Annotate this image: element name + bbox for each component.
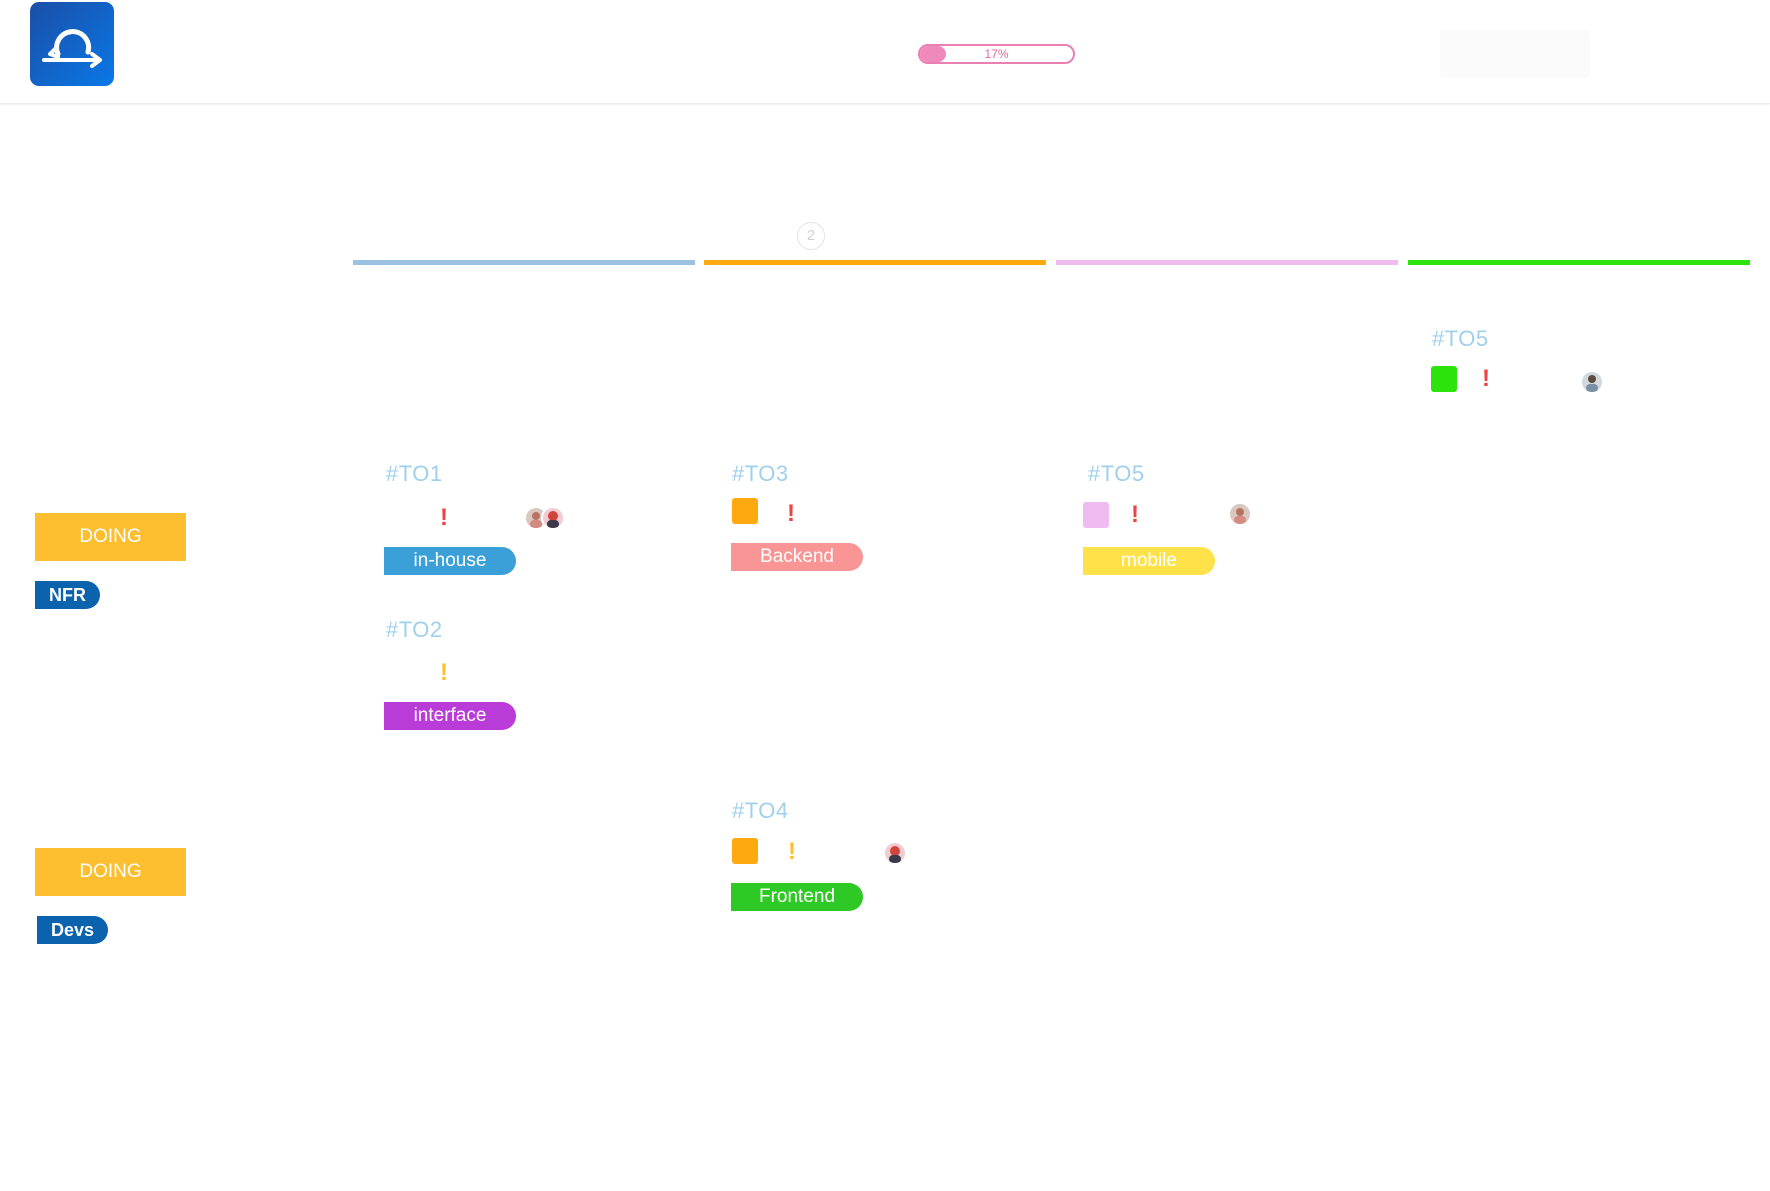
task-card-t05-top[interactable]: #TO5 bbox=[1432, 326, 1489, 352]
task-type-square bbox=[732, 838, 758, 864]
progress-text: 17% bbox=[984, 47, 1009, 61]
assignee-avatar[interactable] bbox=[1228, 502, 1252, 526]
assignee-avatar[interactable] bbox=[541, 506, 565, 530]
task-tag[interactable]: mobile bbox=[1083, 547, 1215, 575]
assignee-avatar[interactable] bbox=[1580, 370, 1604, 394]
column-bar-doing bbox=[704, 260, 1046, 265]
lane-status-label: DOING bbox=[35, 848, 186, 896]
lane-badge-nfr[interactable]: NFR bbox=[35, 581, 100, 609]
task-type-square bbox=[732, 498, 758, 524]
sprint-progress-bar: 17% bbox=[918, 44, 1075, 64]
person-icon bbox=[547, 511, 559, 528]
priority-icon: ! bbox=[788, 838, 796, 865]
priority-icon: ! bbox=[440, 659, 448, 686]
assignee-avatar[interactable] bbox=[883, 841, 907, 865]
column-bar-review bbox=[1056, 260, 1398, 265]
priority-icon: ! bbox=[787, 500, 795, 527]
task-id-t02[interactable]: #TO2 bbox=[386, 617, 443, 642]
priority-icon: ! bbox=[440, 504, 448, 531]
task-id-t03[interactable]: #TO3 bbox=[732, 461, 789, 486]
task-type-square bbox=[1431, 366, 1457, 392]
task-tag[interactable]: Frontend bbox=[731, 883, 863, 911]
priority-icon: ! bbox=[1482, 365, 1490, 392]
task-tag[interactable]: interface bbox=[384, 702, 516, 730]
lane-status-label: DOING bbox=[35, 513, 186, 561]
task-id-t05[interactable]: #TO5 bbox=[1088, 461, 1145, 486]
lane-badge-devs[interactable]: Devs bbox=[37, 916, 109, 944]
task-tag[interactable]: in-house bbox=[384, 547, 516, 575]
refresh-arrow-icon bbox=[42, 29, 102, 68]
column-count-badge: 2 bbox=[797, 222, 825, 250]
person-icon bbox=[1586, 375, 1598, 392]
column-bar-todo bbox=[353, 260, 695, 265]
task-id-t04[interactable]: #TO4 bbox=[732, 798, 789, 823]
column-bar-done bbox=[1408, 260, 1750, 265]
task-type-square bbox=[1083, 502, 1109, 528]
person-icon bbox=[530, 512, 542, 528]
app-logo[interactable] bbox=[30, 2, 114, 86]
task-id: #TO5 bbox=[1432, 326, 1489, 351]
progress-fill bbox=[920, 46, 946, 62]
task-tag[interactable]: Backend bbox=[731, 543, 863, 571]
task-id-t01[interactable]: #TO1 bbox=[386, 461, 443, 486]
person-icon bbox=[1234, 508, 1246, 524]
person-icon bbox=[889, 846, 901, 863]
priority-icon: ! bbox=[1131, 501, 1139, 528]
header-action-button[interactable] bbox=[1440, 30, 1590, 78]
